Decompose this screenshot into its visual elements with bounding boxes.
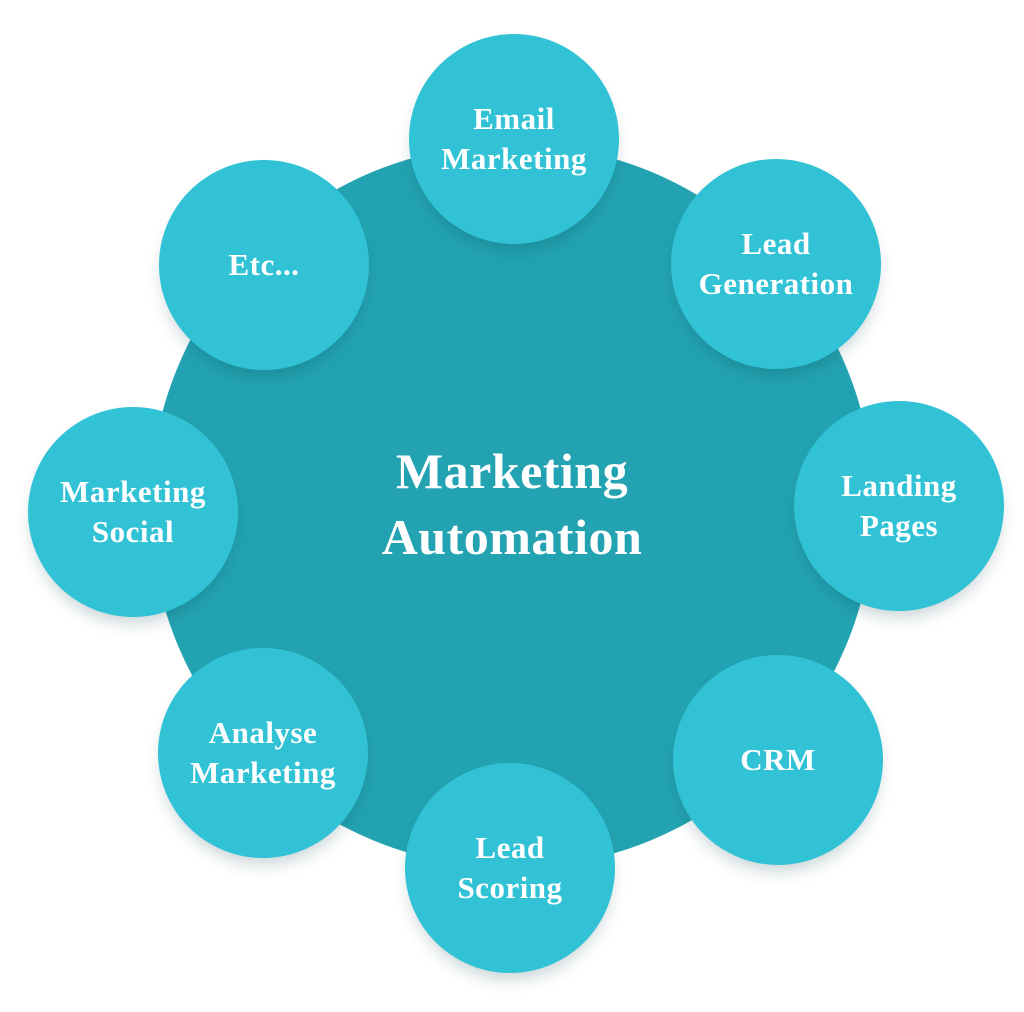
node-lead-generation: Lead Generation (671, 159, 881, 369)
node-analyse-marketing: Analyse Marketing (158, 648, 368, 858)
node-landing-pages-label: Landing Pages (841, 468, 957, 543)
hub-label: Marketing Automation (381, 443, 643, 565)
node-etc-label: Etc... (228, 247, 300, 283)
node-email-marketing-label: Email Marketing (441, 101, 587, 176)
node-lead-scoring-label: Lead Scoring (457, 830, 563, 905)
node-marketing-social-label: Marketing Social (60, 474, 206, 549)
node-crm: CRM (673, 655, 883, 865)
node-lead-scoring: Lead Scoring (405, 763, 615, 973)
node-landing-pages: Landing Pages (794, 401, 1004, 611)
node-etc: Etc... (159, 160, 369, 370)
node-crm-label: CRM (740, 742, 816, 778)
node-lead-generation-label: Lead Generation (698, 226, 854, 301)
node-marketing-social: Marketing Social (28, 407, 238, 617)
node-analyse-marketing-label: Analyse Marketing (190, 715, 336, 790)
node-email-marketing: Email Marketing (409, 34, 619, 244)
